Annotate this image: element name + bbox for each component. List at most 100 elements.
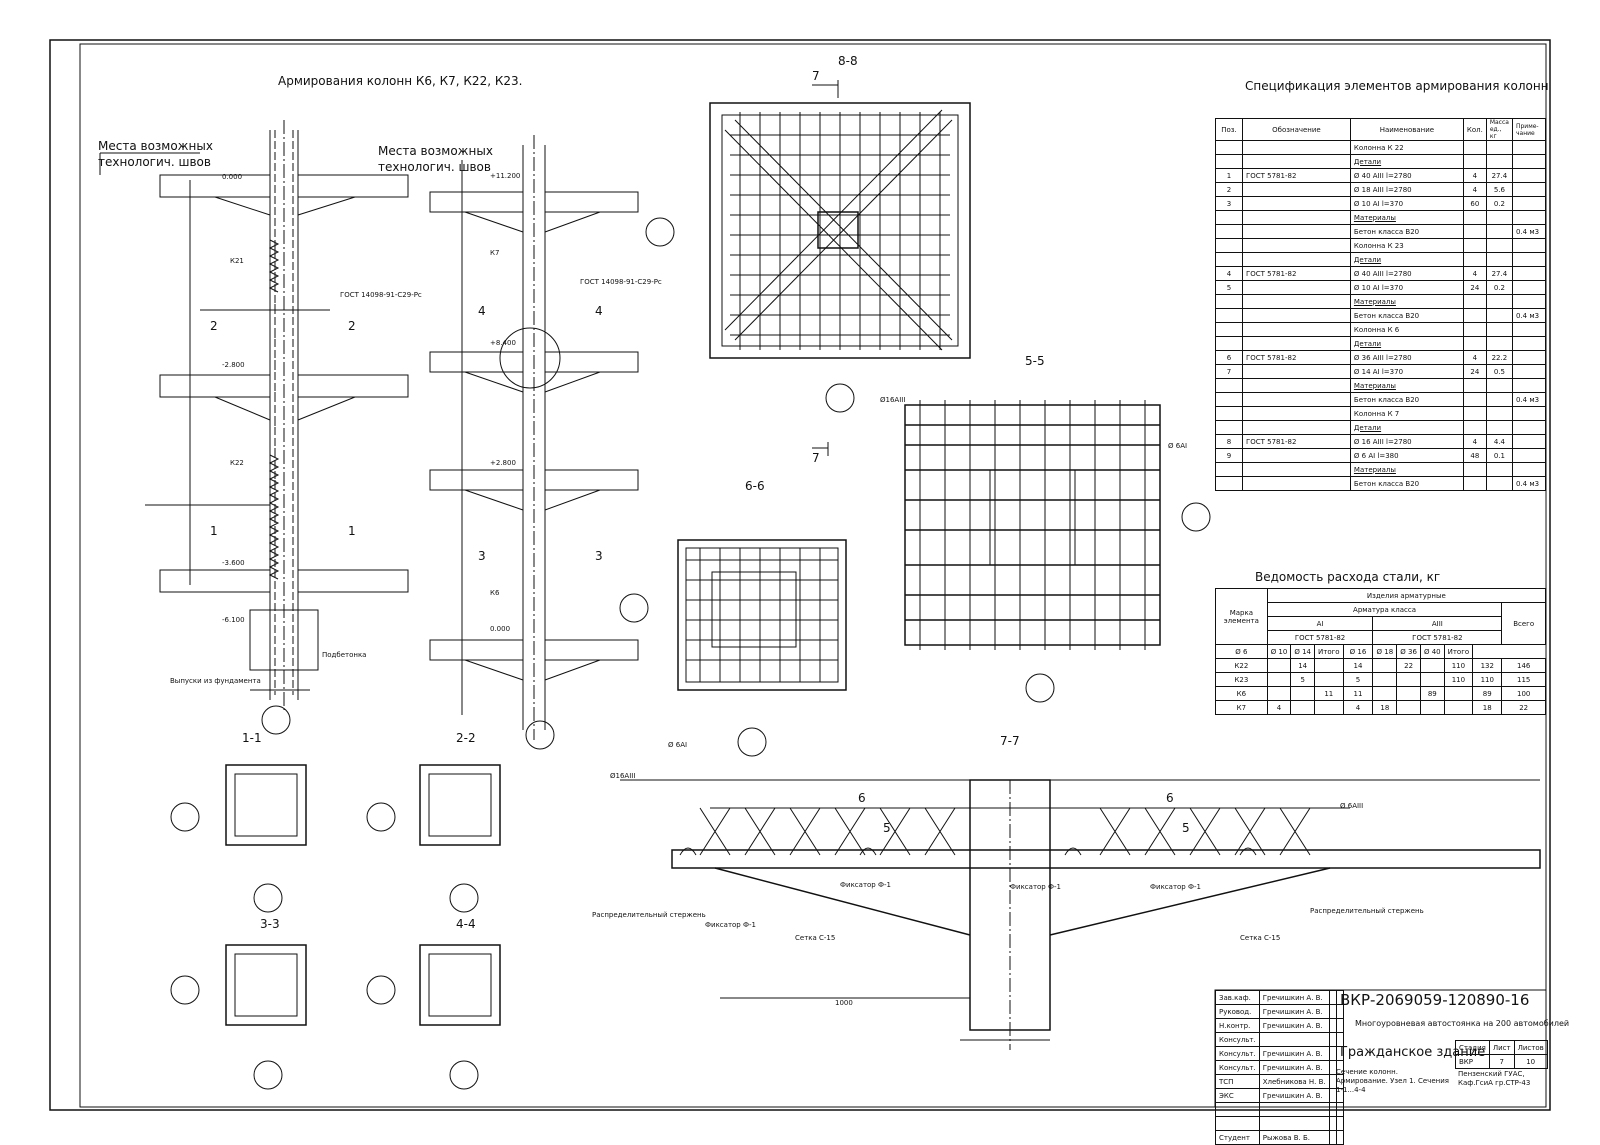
section-4-4 bbox=[366, 944, 501, 1090]
spec-cell bbox=[1462, 476, 1487, 491]
stamp-person-row bbox=[1215, 1116, 1344, 1131]
sheet-outer-border bbox=[49, 39, 1551, 1111]
spec-cell: 0.4 м3 bbox=[1511, 308, 1547, 323]
steel-cell: 11 bbox=[1342, 686, 1374, 701]
cut-mark-1-left: 1 bbox=[210, 524, 218, 538]
spec-cell bbox=[1485, 308, 1513, 323]
stamp-person-row: Руковод.Гречишкин А. В. bbox=[1215, 1004, 1344, 1019]
spec-cell: Материалы bbox=[1349, 378, 1464, 393]
spec-cell: 4 bbox=[1462, 182, 1487, 197]
label-gost-2: ГОСТ 14098-91-С29-Рс bbox=[580, 278, 662, 286]
stamp-stadia-h: Стадия bbox=[1455, 1040, 1490, 1055]
spec-cell bbox=[1511, 280, 1547, 295]
spec-cell bbox=[1511, 420, 1547, 435]
label-setka-1: Сетка С-15 bbox=[795, 934, 836, 942]
stamp-person-cell: Гречишкин А. В. bbox=[1258, 1088, 1330, 1103]
spec-cell: ГОСТ 5781-82 bbox=[1241, 350, 1351, 365]
spec-cell bbox=[1511, 168, 1547, 183]
spec-cell: 24 bbox=[1462, 364, 1487, 379]
spec-cell: 60 bbox=[1462, 196, 1487, 211]
spec-cell bbox=[1462, 322, 1487, 337]
steel-sub-cell: Ø 10 bbox=[1266, 644, 1292, 659]
spec-cell: Ø 40 АIII l=2780 bbox=[1349, 168, 1464, 183]
steel-h-marka: Марка элемента bbox=[1215, 588, 1268, 645]
spec-cell bbox=[1485, 210, 1513, 225]
steel-cell bbox=[1266, 686, 1292, 701]
spec-cell: 7 bbox=[1215, 364, 1243, 379]
spec-cell bbox=[1485, 406, 1513, 421]
spec-cell bbox=[1511, 378, 1547, 393]
steel-cell: 132 bbox=[1472, 658, 1503, 673]
spec-cell bbox=[1511, 210, 1547, 225]
stamp-person-cell: ТСП bbox=[1215, 1074, 1260, 1089]
spec-cell bbox=[1511, 294, 1547, 309]
steel-sub-cell: Ø 14 bbox=[1290, 644, 1315, 659]
section-label-2-2: 2-2 bbox=[456, 731, 476, 745]
spec-cell bbox=[1215, 308, 1243, 323]
spec-header-cell: Кол. bbox=[1462, 118, 1487, 141]
spec-row: Материалы bbox=[1215, 294, 1547, 309]
spec-cell: 0.4 м3 bbox=[1511, 476, 1547, 491]
spec-cell bbox=[1241, 392, 1351, 407]
steel-cell: 110 bbox=[1472, 672, 1503, 687]
spec-cell: Колонна К 7 bbox=[1349, 406, 1464, 421]
spec-header-cell: Обозначение bbox=[1241, 118, 1351, 141]
stamp-person-cell: Зав.каф. bbox=[1215, 990, 1260, 1005]
section-7-7 bbox=[620, 779, 1541, 1050]
spec-cell bbox=[1462, 392, 1487, 407]
stamp-people-body: Зав.каф.Гречишкин А. В.Руковод.Гречишкин… bbox=[1215, 990, 1344, 1145]
label-fix-1: Фиксатор Ф-1 bbox=[840, 881, 891, 889]
spec-cell bbox=[1511, 196, 1547, 211]
spec-cell: Ø 14 АI l=370 bbox=[1349, 364, 1464, 379]
spec-cell: 0.4 м3 bbox=[1511, 392, 1547, 407]
spec-row: Детали bbox=[1215, 154, 1547, 169]
cut-mark-2-right: 2 bbox=[348, 319, 356, 333]
spec-cell: Детали bbox=[1349, 252, 1464, 267]
steel-cell bbox=[1314, 700, 1344, 715]
spec-cell: Детали bbox=[1349, 154, 1464, 169]
elev-m6100: -6.100 bbox=[222, 616, 245, 624]
spec-cell bbox=[1215, 462, 1243, 477]
spec-cell bbox=[1485, 462, 1513, 477]
stamp-project: Многоуровневая автостоянка на 200 автомо… bbox=[1355, 1019, 1570, 1028]
spec-table: Поз. Обозначение Наименование Кол. Масса… bbox=[1215, 118, 1547, 491]
spec-cell: 22.2 bbox=[1485, 350, 1513, 365]
steel-cell: 11 bbox=[1314, 686, 1344, 701]
stamp-person-cell: Хлебникова Н. В. bbox=[1258, 1074, 1330, 1089]
title-steel: Ведомость расхода стали, кг bbox=[1255, 570, 1441, 584]
spec-cell bbox=[1511, 238, 1547, 253]
spec-row: Материалы bbox=[1215, 378, 1547, 393]
spec-cell bbox=[1241, 140, 1351, 155]
spec-cell: 4.4 bbox=[1485, 434, 1513, 449]
spec-header-cell: Поз. bbox=[1215, 118, 1243, 141]
spec-cell bbox=[1241, 294, 1351, 309]
label-dim1000: 1000 bbox=[835, 999, 853, 1007]
spec-cell bbox=[1241, 406, 1351, 421]
steel-h-vsego: Всего bbox=[1501, 602, 1546, 645]
stamp-person-cell bbox=[1335, 1116, 1344, 1131]
spec-row: Материалы bbox=[1215, 210, 1547, 225]
steel-cell bbox=[1396, 686, 1421, 701]
steel-cell: 100 bbox=[1501, 686, 1546, 701]
steel-h-izdel: Изделия арматурные bbox=[1266, 588, 1547, 603]
steel-cell bbox=[1314, 672, 1344, 687]
steel-cell bbox=[1266, 672, 1292, 687]
stamp-person-row: Зав.каф.Гречишкин А. В. bbox=[1215, 990, 1344, 1005]
label-k6: К6 bbox=[490, 589, 500, 597]
spec-cell bbox=[1241, 224, 1351, 239]
stamp-person-row: Н.контр.Гречишкин А. В. bbox=[1215, 1018, 1344, 1033]
steel-cell: 146 bbox=[1501, 658, 1546, 673]
spec-cell: Ø 36 АIII l=2780 bbox=[1349, 350, 1464, 365]
cut-mark-6-right: 6 bbox=[1166, 791, 1174, 805]
label-fix-2: Фиксатор Ф-1 bbox=[1010, 883, 1061, 891]
spec-cell bbox=[1511, 364, 1547, 379]
spec-cell: 4 bbox=[1462, 168, 1487, 183]
spec-cell: Бетон класса В20 bbox=[1349, 308, 1464, 323]
stamp-person-cell: Гречишкин А. В. bbox=[1258, 1004, 1330, 1019]
